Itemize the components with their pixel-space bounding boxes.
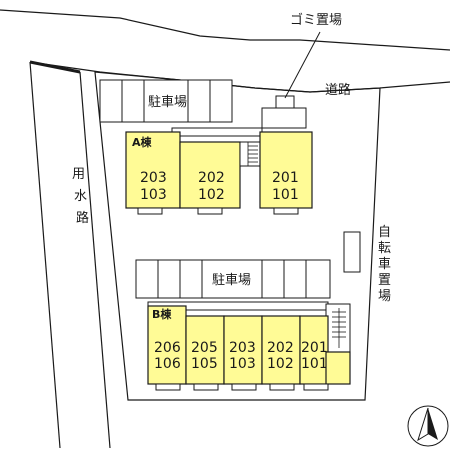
building-a-stair-steps <box>247 142 258 166</box>
building-a-unit-2-lower: 102 <box>198 187 225 203</box>
garbage-area-box <box>261 107 307 129</box>
parking-middle-label: 駐車場 <box>212 273 251 288</box>
bicycle-label-2: 転 <box>378 241 391 256</box>
canal-label-1: 用 <box>72 167 85 182</box>
building-a-unit-1-lower: 103 <box>140 187 167 203</box>
building-b-unit-5-upper: 201 <box>301 340 328 356</box>
building-b-unit-3 <box>223 315 263 385</box>
building-b-stair <box>325 303 351 353</box>
canal-edge-west <box>29 61 61 449</box>
building-b-unit-2-lower: 105 <box>191 356 218 372</box>
building-b-unit-1-upper: 206 <box>154 340 181 356</box>
building-b-name: B棟 <box>152 307 172 321</box>
bicycle-parking-box <box>343 231 361 273</box>
road-edge-north <box>0 9 450 51</box>
building-b-unit-1 <box>147 305 187 385</box>
parking-middle <box>135 259 331 299</box>
canal-edge-east <box>79 71 111 449</box>
canal-label-2: 水 <box>74 189 87 204</box>
building-a-name: A棟 <box>132 135 153 149</box>
bicycle-label-4: 置 <box>378 273 391 288</box>
building-b-unit-5 <box>299 315 329 385</box>
building-b-unit-4-lower: 102 <box>267 356 294 372</box>
garbage-leader-line <box>284 31 321 99</box>
building-a-unit-3 <box>259 131 313 209</box>
building-b-stair-steps <box>332 308 346 348</box>
parking-top-label: 駐車場 <box>148 95 187 110</box>
building-a-unit-2-upper: 202 <box>198 170 225 186</box>
bicycle-label-3: 車 <box>378 257 391 272</box>
building-a-unit-3-upper: 201 <box>272 170 299 186</box>
building-a-unit-1-upper: 203 <box>140 170 167 186</box>
garbage-label: ゴミ置場 <box>290 12 342 28</box>
building-b-unit-1-lower: 106 <box>154 356 181 372</box>
canal-top-hatch <box>29 60 81 74</box>
building-b-unit-2-upper: 205 <box>191 340 218 356</box>
garbage-area-small-box <box>275 95 295 109</box>
building-b-unit-2 <box>185 315 225 385</box>
road-label: 道路 <box>325 82 351 98</box>
building-a-unit-3-lower: 101 <box>272 187 299 203</box>
building-b-unit-5-extension <box>325 351 351 385</box>
parking-top <box>99 79 233 123</box>
canal-label-3: 路 <box>76 210 89 226</box>
building-b-unit-4-upper: 202 <box>267 340 294 356</box>
building-b-unit-5-lower: 101 <box>301 356 328 372</box>
north-arrow-icon <box>407 405 449 447</box>
building-b <box>147 301 351 391</box>
building-a <box>125 127 313 215</box>
bicycle-label-1: 自 <box>378 225 391 240</box>
building-b-unit-3-lower: 103 <box>229 356 256 372</box>
building-b-unit-3-upper: 203 <box>229 340 256 356</box>
canal-area <box>30 62 110 448</box>
bicycle-label-5: 場 <box>378 289 391 304</box>
road-area <box>0 10 450 92</box>
